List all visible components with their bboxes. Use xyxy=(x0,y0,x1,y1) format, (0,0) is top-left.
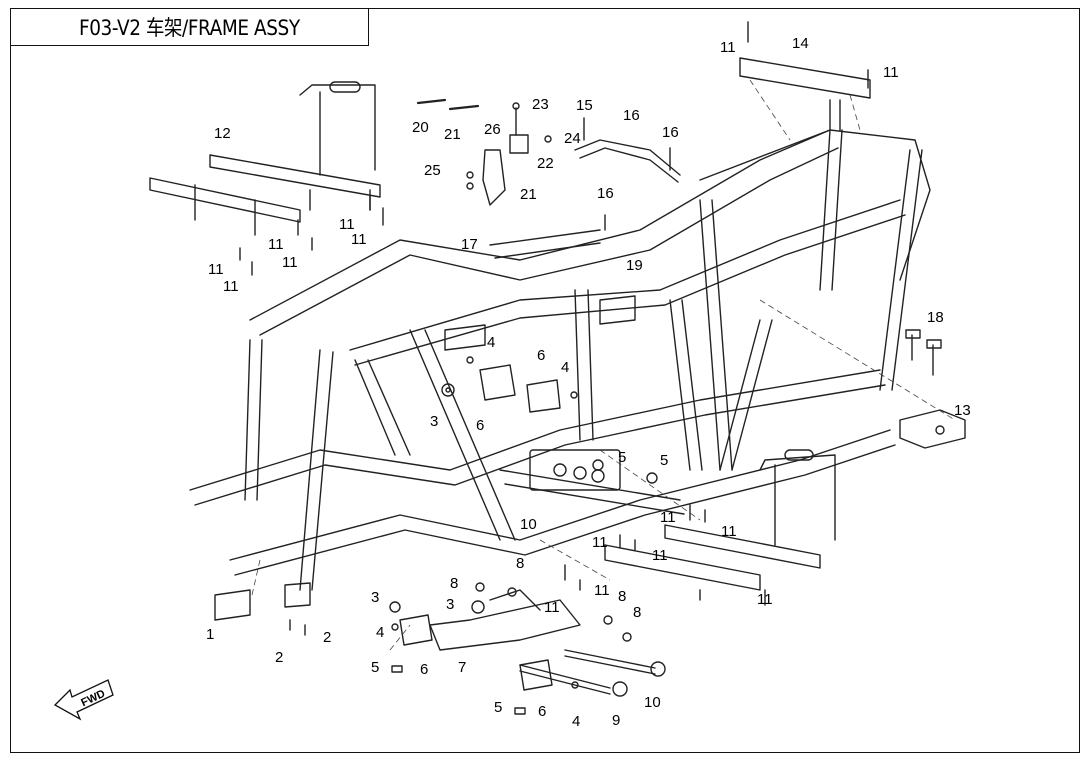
fwd-arrow-icon: FWD xyxy=(53,679,114,721)
callout-label: 6 xyxy=(476,417,484,434)
callout-label: 10 xyxy=(520,516,537,533)
callout-label: 5 xyxy=(371,659,379,676)
frame-drawing xyxy=(149,21,966,715)
callout-label: 4 xyxy=(561,359,569,376)
callout-label: 15 xyxy=(576,97,593,114)
callout-labels: 1 2 2 3 3 3 4 4 4 4 5 5 5 5 6 6 6 6 7 8 … xyxy=(206,35,971,730)
callout-label: 16 xyxy=(597,185,614,202)
callout-label: 6 xyxy=(420,661,428,678)
callout-label: 6 xyxy=(537,347,545,364)
callout-label: 21 xyxy=(444,126,461,143)
callout-label: 23 xyxy=(532,96,549,113)
callout-label: 11 xyxy=(351,231,367,248)
title-box: F03-V2 车架/FRAME ASSY xyxy=(10,8,369,46)
callout-label: 8 xyxy=(516,555,524,572)
callout-label: 3 xyxy=(430,413,438,430)
callout-label: 1 xyxy=(206,626,214,643)
callout-label: 2 xyxy=(323,629,331,646)
callout-label: 26 xyxy=(484,121,501,138)
callout-label: 3 xyxy=(371,589,379,606)
callout-label: 11 xyxy=(268,236,284,253)
callout-label: 11 xyxy=(339,216,355,233)
callout-label: 11 xyxy=(223,278,239,295)
callout-label: 11 xyxy=(208,261,224,278)
callout-label: 2 xyxy=(275,649,283,666)
callout-label: 11 xyxy=(757,591,773,608)
callout-label: 16 xyxy=(662,124,679,141)
callout-label: 14 xyxy=(792,35,809,52)
callout-label: 6 xyxy=(538,703,546,720)
callout-label: 25 xyxy=(424,162,441,179)
callout-label: 4 xyxy=(487,334,495,351)
callout-label: 11 xyxy=(652,547,668,564)
callout-label: 11 xyxy=(282,254,298,271)
callout-label: 7 xyxy=(458,659,466,676)
callout-label: 22 xyxy=(537,155,554,172)
callout-label: 11 xyxy=(594,582,610,599)
callout-label: 11 xyxy=(544,599,560,616)
drawing-border xyxy=(10,8,1080,753)
callout-label: 4 xyxy=(572,713,580,730)
callout-label: 24 xyxy=(564,130,581,147)
callout-label: 19 xyxy=(626,257,643,274)
callout-label: 5 xyxy=(618,449,626,466)
callout-label: 12 xyxy=(214,125,231,142)
callout-label: 11 xyxy=(720,39,736,56)
callout-label: 11 xyxy=(883,64,899,81)
callout-label: 17 xyxy=(461,236,478,253)
callout-label: 5 xyxy=(660,452,668,469)
callout-label: 9 xyxy=(612,712,620,729)
callout-label: 11 xyxy=(660,509,676,526)
callout-label: 8 xyxy=(633,604,641,621)
alignment-lines xyxy=(251,79,956,651)
callout-label: 8 xyxy=(618,588,626,605)
callout-label: 3 xyxy=(446,596,454,613)
callout-label: 10 xyxy=(644,694,661,711)
callout-label: 21 xyxy=(520,186,537,203)
callout-label: 11 xyxy=(721,523,737,540)
callout-label: 4 xyxy=(376,624,384,641)
page-title: F03-V2 车架/FRAME ASSY xyxy=(79,16,300,40)
callout-label: 20 xyxy=(412,119,429,136)
callout-label: 13 xyxy=(954,402,971,419)
callout-label: 8 xyxy=(450,575,458,592)
callout-label: 5 xyxy=(494,699,502,716)
callout-label: 11 xyxy=(592,534,608,551)
callout-label: 16 xyxy=(623,107,640,124)
callout-label: 18 xyxy=(927,309,944,326)
